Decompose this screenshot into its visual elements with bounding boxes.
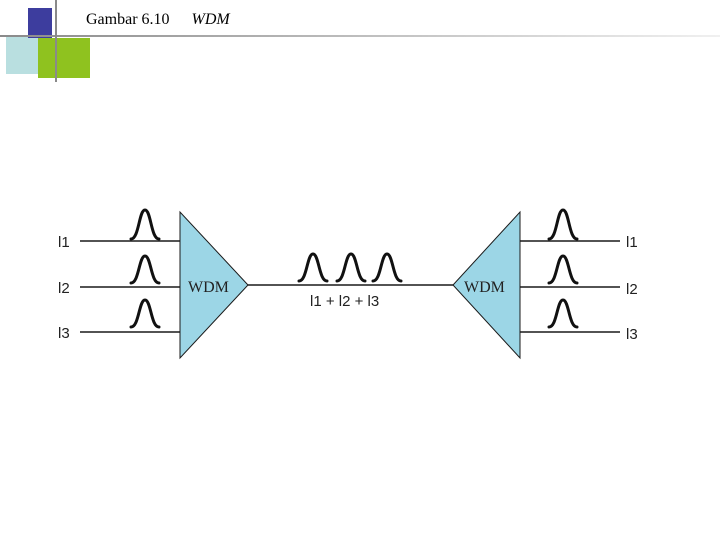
figure-number: Gambar 6.10 bbox=[86, 11, 170, 28]
decorative-block-blue bbox=[28, 8, 52, 38]
combined-pulse-3 bbox=[371, 252, 403, 283]
wdm-demultiplexer bbox=[452, 210, 521, 360]
output-pulse-1 bbox=[547, 208, 579, 241]
output-pulse-2 bbox=[547, 254, 579, 285]
decorative-block-green bbox=[38, 38, 90, 78]
header-background bbox=[57, 0, 720, 35]
decorative-rule-horizontal bbox=[0, 35, 720, 37]
input-label-3: l3 bbox=[58, 325, 70, 342]
combined-label: l1 + l2 + l3 bbox=[310, 293, 379, 310]
combined-pulse-2 bbox=[335, 252, 367, 283]
multiplexer-label: WDM bbox=[188, 279, 229, 296]
input-label-1: l1 bbox=[58, 234, 70, 251]
output-label-2: l2 bbox=[626, 281, 638, 298]
figure-title: WDM bbox=[191, 11, 230, 28]
input-pulse-2 bbox=[129, 254, 161, 285]
input-label-2: l2 bbox=[58, 280, 70, 297]
input-pulse-3 bbox=[129, 298, 161, 329]
output-label-3: l3 bbox=[626, 326, 638, 343]
demultiplexer-label: WDM bbox=[464, 279, 505, 296]
wdm-multiplexer bbox=[179, 210, 249, 360]
input-pulse-1 bbox=[129, 208, 161, 241]
combined-pulse-1 bbox=[297, 252, 329, 283]
decorative-rule-vertical bbox=[55, 0, 57, 82]
output-pulse-3 bbox=[547, 298, 579, 329]
output-label-1: l1 bbox=[626, 234, 638, 251]
slide-title: Gambar 6.10 WDM bbox=[86, 11, 230, 29]
